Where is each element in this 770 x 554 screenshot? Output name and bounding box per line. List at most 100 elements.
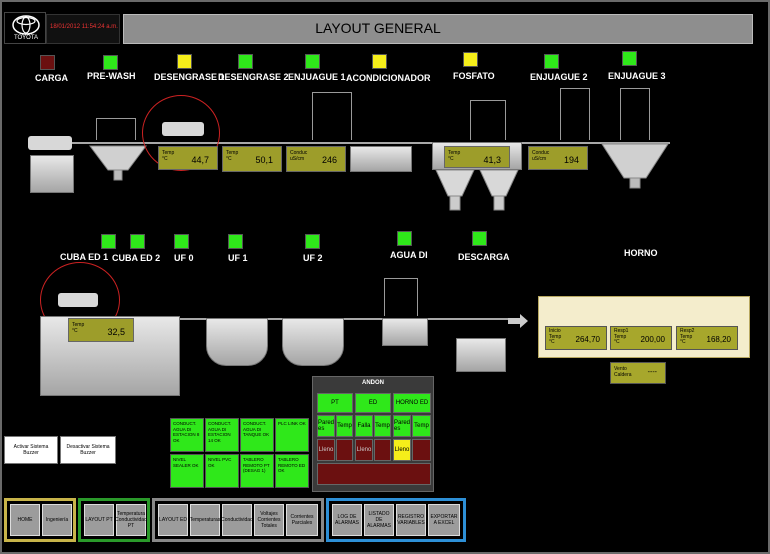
deactivate-buzzer-button[interactable]: Desactivar Sistema Buzzer <box>60 436 116 464</box>
toyota-logo <box>4 12 46 44</box>
ingenieria-button[interactable]: Ingeniería <box>42 504 72 536</box>
layout-pt-button[interactable]: LAYOUT PT <box>84 504 114 536</box>
status-indicator-uf-1[interactable] <box>228 234 243 249</box>
horno-inicio-temp-label: Temp <box>549 333 562 340</box>
andon-pt-paredes[interactable]: Pared es <box>317 415 335 437</box>
status-indicator-agua-di[interactable] <box>397 231 412 246</box>
status-indicator-enjuague-2[interactable] <box>544 54 559 69</box>
voltajes-button[interactable]: Voltajes Corrientes Totales <box>254 504 284 536</box>
status-indicator-cuba-ed-2[interactable] <box>130 234 145 249</box>
tank-fosfato[interactable]: Temp°C 41,3 <box>444 146 510 168</box>
page-title: LAYOUT GENERAL <box>315 20 441 36</box>
station-label-desengrase-2: DESENGRASE 2 <box>218 72 289 82</box>
tank-fosfato-unit: °C <box>448 156 454 162</box>
status-indicator-uf-0[interactable] <box>174 234 189 249</box>
status-indicator-enjuague-1[interactable] <box>305 54 320 69</box>
log-alarmas-button[interactable]: LOG DE ALARMAS <box>332 504 362 536</box>
horno-resp1-value: 200,00 <box>640 335 665 344</box>
arrow-right-icon <box>508 314 528 328</box>
horno-resp2-label: Resp2 <box>680 328 695 334</box>
tank-desengrase-1[interactable]: Temp°C 44,7 <box>158 146 218 170</box>
andon-horno-cell-2[interactable] <box>412 439 431 461</box>
vehicle-desengrase-icon <box>162 122 204 136</box>
tank-desengrase-1-label: Temp <box>162 150 175 156</box>
horno-resp1-unit: °C <box>614 339 620 345</box>
status-indicator-prewash[interactable] <box>103 55 118 70</box>
tank-desengrase-2[interactable]: Temp°C 50,1 <box>222 146 282 172</box>
andon-ed-falla[interactable]: Falla <box>355 415 373 437</box>
station-label-enjuague-1: ENJUAGUE 1 <box>288 72 346 82</box>
tank-enjuague-2-unit: uS/cm <box>532 156 547 162</box>
horno-inicio-label: Inicio <box>549 328 561 334</box>
status-indicator-desengrase-1[interactable] <box>177 54 192 69</box>
andon-horno-paredes[interactable]: Pared es <box>393 415 411 437</box>
title-bar <box>123 14 753 44</box>
status-indicator-uf-2[interactable] <box>305 234 320 249</box>
status-indicator-acondicionador[interactable] <box>372 54 387 69</box>
status-indicator-cuba-ed-1[interactable] <box>101 234 116 249</box>
status-indicator-desengrase-2[interactable] <box>238 54 253 69</box>
status-cell-conduct-8: CONDUCT. AGUA DI ESTACION 8 OK <box>170 418 204 452</box>
andon-horno-lleno[interactable]: Lleno <box>393 439 411 461</box>
andon-ed-temp[interactable]: Temp <box>374 415 391 437</box>
horno-resp2-temp-label: Temp <box>680 333 693 340</box>
tank-cuba-ed-unit: °C <box>72 328 78 334</box>
status-cell-tablero-ed: TABLERO REMOTO ED OK <box>275 454 309 488</box>
spray-rack-enjuague-3 <box>620 88 650 140</box>
status-indicator-enjuague-3[interactable] <box>622 51 637 66</box>
exportar-excel-button[interactable]: EXPORTAR A EXCEL <box>428 504 460 536</box>
agua-di-tank <box>382 318 428 346</box>
activate-buzzer-button[interactable]: Activar Sistema Buzzer <box>4 436 58 464</box>
status-indicator-fosfato[interactable] <box>463 52 478 67</box>
status-cell-conduct-tanque: CONDUCT. AGUA DI TANQUE OK <box>240 418 274 452</box>
uf-tank-1 <box>206 318 268 366</box>
tank-desengrase-2-unit: °C <box>226 156 232 162</box>
logo-text: TOYOTA <box>13 35 39 41</box>
listado-alarmas-button[interactable]: LISTADO DE ALARMAS <box>364 504 394 536</box>
station-label-horno: HORNO <box>624 248 658 258</box>
horno-resp1-label: Resp1 <box>614 328 629 334</box>
registro-variables-button[interactable]: REGISTRO VARIABLES <box>396 504 426 536</box>
station-label-enjuague-2: ENJUAGUE 2 <box>530 72 588 82</box>
horno-caldera-label-2: Caldera <box>614 372 632 378</box>
station-label-acondicionador: ACONDICIONADOR <box>346 73 431 83</box>
tank-desengrase-2-value: 50,1 <box>255 155 273 165</box>
station-label-cuba-ed-1: CUBA ED 1 <box>60 252 109 262</box>
layout-ed-button[interactable]: LAYOUT ED <box>158 504 188 536</box>
tank-desengrase-2-label: Temp <box>226 150 239 156</box>
prewash-hopper-icon <box>89 145 147 181</box>
top-conveyor-line <box>30 142 670 144</box>
home-button[interactable]: HOME <box>10 504 40 536</box>
andon-horno-temp[interactable]: Temp <box>412 415 431 437</box>
station-label-prewash: PRE-WASH <box>87 71 136 81</box>
horno-resp2-unit: °C <box>680 339 686 345</box>
conductividad-button[interactable]: Conductividad <box>221 504 253 536</box>
status-indicator-descarga[interactable] <box>472 231 487 246</box>
station-label-cuba-ed-2: CUBA ED 2 <box>112 253 161 263</box>
andon-pt-lleno[interactable]: Lleno <box>317 439 335 461</box>
temperaturas-button[interactable]: Temperaturas <box>190 504 220 536</box>
andon-ed-cell-2[interactable] <box>374 439 391 461</box>
tank-cuba-ed[interactable]: Temp°C 32,5 <box>68 318 134 342</box>
horno-inicio-value: 264,70 <box>575 335 600 344</box>
andon-ed-lleno[interactable]: Lleno <box>355 439 373 461</box>
tank-enjuague-1-label: Conduc <box>290 150 308 156</box>
tank-fosfato-label: Temp <box>448 150 461 156</box>
tank-enjuague-1-value: 246 <box>321 155 337 165</box>
andon-pt-cell-2[interactable] <box>336 439 353 461</box>
status-grid: CONDUCT. AGUA DI ESTACION 8 OK CONDUCT. … <box>170 418 310 490</box>
spray-rack-enjuague-1 <box>312 92 352 140</box>
temp-cond-pt-button[interactable]: Temperatura Conductividad PT <box>115 504 147 536</box>
andon-pt-temp[interactable]: Temp <box>336 415 353 437</box>
enjuague-3-hopper-icon <box>601 143 669 189</box>
status-indicator-carga[interactable] <box>40 55 55 70</box>
highlight-circle-top <box>142 95 220 171</box>
corrientes-parciales-button[interactable]: Corrientes Parciales <box>286 504 318 536</box>
